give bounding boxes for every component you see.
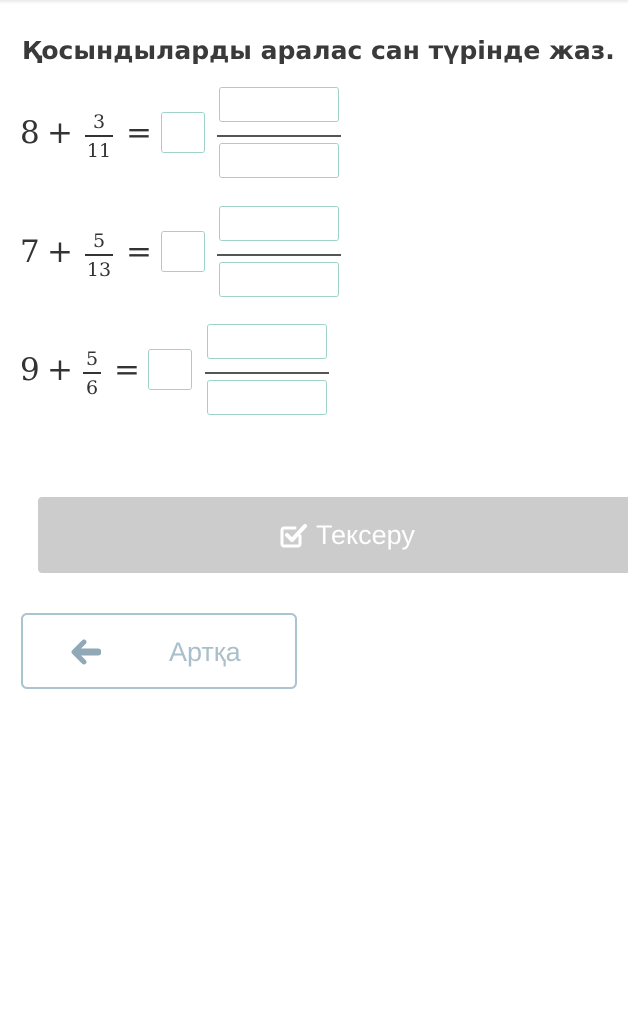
plus-sign: +: [47, 352, 73, 388]
denominator: 13: [86, 259, 112, 281]
plus-sign: +: [47, 234, 73, 270]
equals-sign: =: [126, 115, 152, 151]
denominator: 6: [85, 377, 99, 399]
check-button-label: Тексеру: [316, 519, 415, 550]
problem-2: 7 + 5 13 =: [20, 206, 360, 305]
denominator: 11: [86, 140, 112, 162]
denominator-input[interactable]: [219, 143, 339, 178]
back-button-label: Артқа: [169, 637, 241, 667]
numerator: 3: [92, 111, 106, 133]
arrow-left-icon: [71, 639, 102, 665]
check-square-icon: [278, 520, 308, 550]
problem-1: 8 + 3 11 =: [20, 87, 360, 186]
whole-number: 9: [20, 352, 40, 388]
numerator-input[interactable]: [219, 206, 339, 241]
whole-input[interactable]: [148, 349, 192, 390]
equals-sign: =: [126, 234, 152, 270]
problem-3: 9 + 5 6 =: [20, 324, 360, 423]
numerator-input[interactable]: [207, 324, 327, 359]
answer-fraction-bar: [217, 135, 341, 137]
denominator-input[interactable]: [219, 262, 339, 297]
whole-input[interactable]: [161, 112, 205, 153]
equals-sign: =: [114, 352, 140, 388]
whole-input[interactable]: [161, 231, 205, 272]
whole-number: 8: [20, 115, 40, 151]
top-bar-shadow: [0, 0, 628, 4]
denominator-input[interactable]: [207, 380, 327, 415]
check-button[interactable]: Тексеру: [38, 497, 628, 573]
answer-fraction-bar: [205, 372, 329, 374]
numerator-input[interactable]: [219, 87, 339, 122]
fraction-bar: [85, 135, 113, 137]
answer-fraction-bar: [217, 254, 341, 256]
fraction-bar: [85, 254, 113, 256]
fraction-bar: [83, 372, 101, 374]
task-title: Қосындыларды аралас сан түрінде жаз.: [22, 36, 615, 65]
numerator: 5: [92, 230, 106, 252]
plus-sign: +: [47, 115, 73, 151]
back-button[interactable]: Артқа: [21, 613, 297, 689]
numerator: 5: [85, 348, 99, 370]
whole-number: 7: [20, 234, 40, 270]
